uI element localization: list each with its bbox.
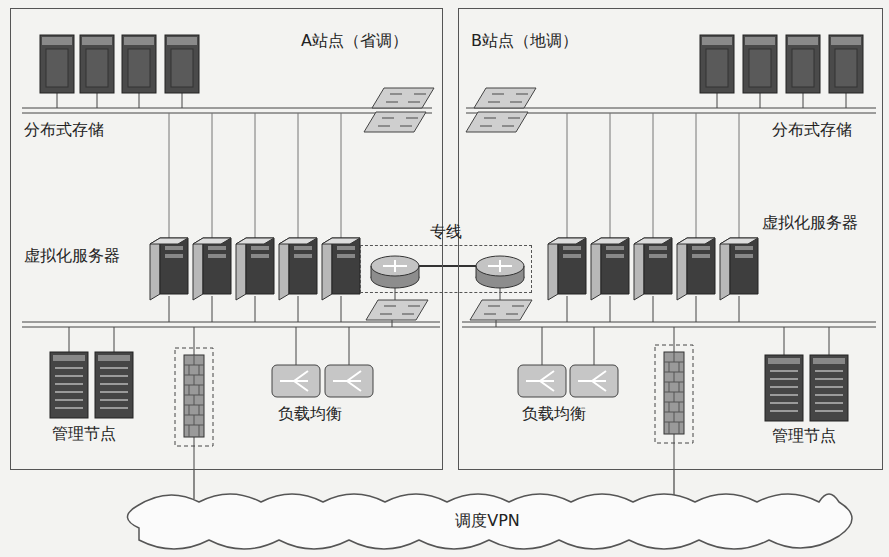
art-path [57,93,182,108]
art-use [364,112,426,132]
art-path [194,437,195,470]
art-use [122,35,156,93]
part-label: 虚拟化服务器 [22,246,122,266]
art-path [22,108,432,113]
part-label: 负载均衡 [520,404,588,424]
part-label: 负载均衡 [276,404,344,424]
part-label: 分布式存储 [22,120,106,140]
leased-line-box: 专线 [360,245,532,293]
vpn-cloud: 调度VPN [115,488,863,554]
art-use [40,35,74,93]
art-path [717,93,846,108]
art-use [664,352,684,434]
cloud-shape [127,494,852,549]
art-use [466,112,528,132]
art-use [50,352,88,418]
site-a-art [22,93,440,470]
art-use [236,238,274,300]
node-title: B站点（地调） [471,31,578,51]
art-use [474,88,536,108]
art-use [470,300,532,320]
art-path [169,113,341,238]
node-title: A站点（省调） [301,31,408,51]
art-use [184,355,204,437]
art-path [567,113,739,238]
art-use [165,35,199,93]
art-use [279,238,317,300]
art-use [272,365,320,397]
part-label: 管理节点 [50,424,118,444]
art-use [591,238,629,300]
vpn-link-line [193,470,194,499]
art-use [193,238,231,300]
art-path [169,296,341,322]
art-path [22,322,440,327]
art-use [765,355,803,421]
site-box: B站点（地调） [458,8,883,470]
art-rect [655,345,693,443]
art-use [743,35,777,93]
art-use [786,35,820,93]
part-label: 管理节点 [770,426,838,446]
art-path [419,265,476,267]
art-use [548,238,586,300]
art-use [677,238,715,300]
art-path [567,296,739,322]
art-use [150,238,188,300]
art-use [372,88,434,108]
art-use [720,238,758,300]
art-path [674,434,675,470]
node-title: 专线 [430,222,462,242]
part-label: 虚拟化服务器 [760,213,860,233]
node-title: 调度VPN [455,511,520,531]
art-use [829,35,863,93]
art-use [700,35,734,93]
art-use [322,238,360,300]
part-label: 分布式存储 [770,120,854,140]
art-use [518,365,566,397]
art-use [366,300,428,320]
art-path [462,322,876,327]
art-use [95,352,133,418]
art-use [371,256,419,288]
device-icons [40,35,863,437]
art-use [476,256,524,288]
site-box: A站点（省调） [10,8,443,470]
vpn-link [194,470,195,499]
art-use [80,35,114,93]
art-use [570,365,618,397]
art-use [810,355,848,421]
art-use [634,238,672,300]
site-b-art [419,93,876,470]
art-rect [175,348,213,446]
art-use [325,365,373,397]
